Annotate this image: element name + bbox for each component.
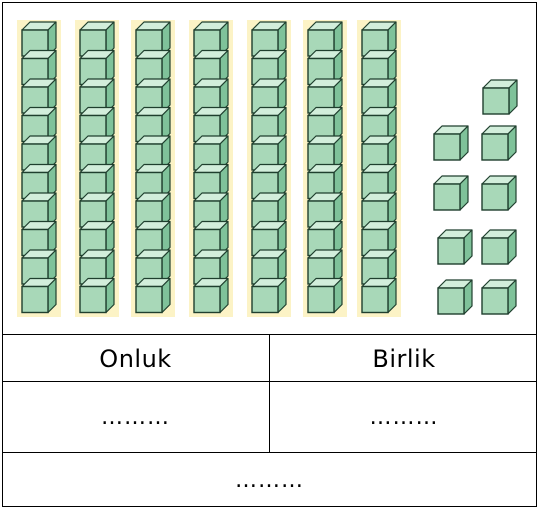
rod-cube	[251, 277, 287, 314]
number-answer-blank[interactable]: ………	[235, 468, 304, 493]
rod-cube	[251, 249, 287, 285]
unit-cube	[433, 175, 469, 211]
rod-cube	[361, 277, 397, 314]
rod-cube	[193, 78, 229, 114]
rod-cube	[79, 21, 115, 57]
rod-cube	[21, 135, 57, 171]
unit-cube	[481, 125, 517, 161]
rod-cube	[361, 192, 397, 228]
rod-cube	[79, 78, 115, 114]
tens-rod	[75, 20, 119, 317]
tens-rods-group	[17, 20, 401, 317]
column-divider	[269, 334, 270, 452]
rod-cube	[361, 106, 397, 143]
unit-cube	[481, 229, 517, 265]
tens-rod	[17, 20, 61, 317]
tens-rod	[303, 20, 347, 317]
ones-answer-blank[interactable]: ………	[369, 405, 439, 430]
tens-rod	[131, 20, 175, 317]
tens-rod	[247, 20, 291, 317]
rod-cube	[193, 277, 229, 314]
rod-cube	[79, 163, 115, 200]
tens-rod	[357, 20, 401, 317]
rod-cube	[307, 106, 343, 143]
rod-cube	[307, 135, 343, 171]
rod-cube	[79, 277, 115, 314]
ones-header: Birlik	[372, 344, 436, 373]
unit-cubes-group	[433, 79, 518, 315]
rod-cube	[361, 249, 397, 285]
unit-cube	[482, 79, 518, 115]
rod-cube	[21, 192, 57, 228]
rod-cube	[135, 78, 171, 114]
rod-cube	[307, 277, 343, 314]
tens-header: Onluk	[99, 344, 172, 373]
tens-rod	[189, 20, 233, 317]
rod-cube	[361, 78, 397, 114]
unit-cube	[481, 175, 517, 211]
rod-cube	[79, 192, 115, 228]
rod-cube	[307, 220, 343, 257]
rod-cube	[135, 106, 171, 143]
rod-cube	[135, 49, 171, 86]
rod-cube	[135, 277, 171, 314]
tens-answer-blank[interactable]: ………	[101, 405, 170, 430]
worksheet-frame	[2, 2, 537, 507]
rod-cube	[79, 49, 115, 86]
unit-cube	[481, 279, 517, 315]
rod-cube	[79, 106, 115, 143]
base-ten-blocks	[17, 20, 518, 317]
divider-bottom	[2, 452, 537, 453]
unit-cube	[437, 229, 473, 265]
unit-cube	[437, 279, 473, 315]
rod-cube	[21, 106, 57, 143]
rod-cube	[21, 277, 57, 314]
rod-cube	[21, 78, 57, 114]
unit-cube	[433, 125, 469, 161]
